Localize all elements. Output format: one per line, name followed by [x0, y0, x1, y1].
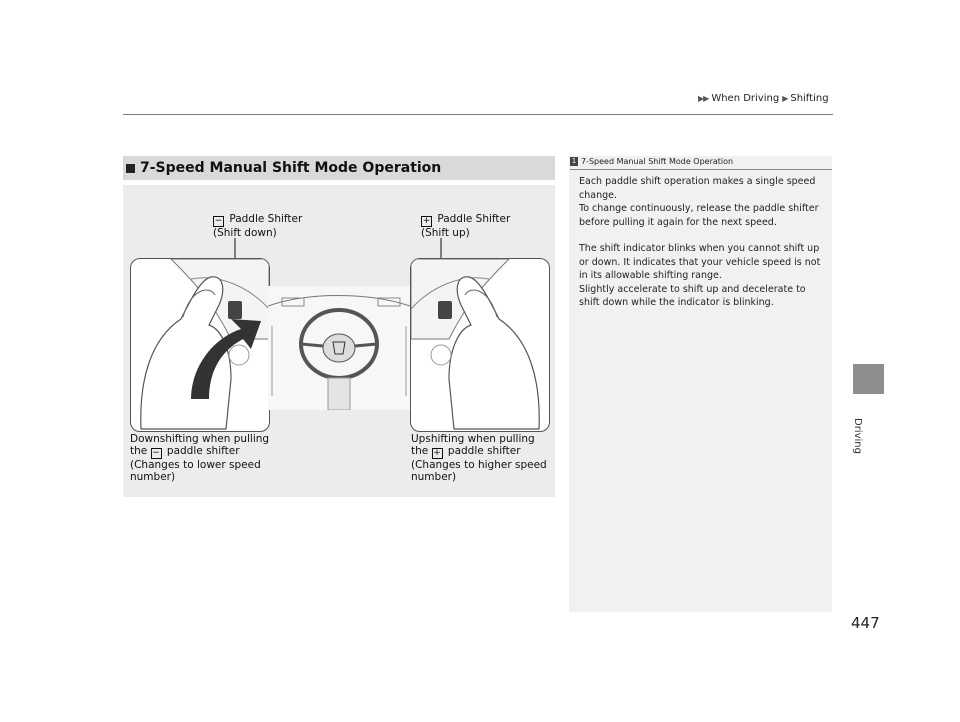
- note-reference-icon: 1: [570, 157, 578, 166]
- curved-arrow-down-icon: [191, 319, 261, 399]
- page-number: 447: [851, 614, 880, 632]
- caption-downshift-the: the: [130, 445, 148, 457]
- label-plus-paddle-text: Paddle Shifter: [437, 213, 511, 225]
- breadcrumb-item-shifting[interactable]: Shifting: [790, 93, 829, 104]
- caption-downshift: Downshifting when pulling the − paddle s…: [130, 433, 269, 483]
- side-note-divider: [570, 169, 832, 170]
- note-paragraph-4: Slightly accelerate to shift up and dece…: [579, 283, 806, 309]
- label-minus-paddle-text: Paddle Shifter: [229, 213, 303, 225]
- photo-right-hand-paddle: [410, 258, 550, 432]
- breadcrumb-item-when-driving[interactable]: When Driving: [711, 93, 780, 104]
- label-plus-paddle: + Paddle Shifter (Shift up): [421, 213, 510, 239]
- caption-downshift-line1: Downshifting when pulling: [130, 433, 270, 445]
- square-bullet-icon: [126, 163, 135, 173]
- header-divider: [123, 114, 833, 115]
- breadcrumb: ▶▶ When Driving ▶ Shifting: [698, 93, 829, 104]
- caption-downshift-line3: (Changes to lower speed: [130, 459, 261, 471]
- breadcrumb-arrows-icon: ▶▶: [698, 94, 709, 103]
- chapter-side-label: Driving: [852, 418, 863, 454]
- minus-box-icon: −: [150, 448, 162, 459]
- chapter-tab-marker: [853, 364, 884, 394]
- section-heading-bar: 7-Speed Manual Shift Mode Operation: [123, 156, 555, 180]
- caption-downshift-line4: number): [130, 471, 176, 483]
- label-minus-paddle: − Paddle Shifter (Shift down): [213, 213, 302, 239]
- caption-upshift-line4: number): [411, 471, 457, 483]
- plus-box-icon: +: [431, 448, 443, 459]
- caption-upshift-line3: (Changes to higher speed: [411, 459, 547, 471]
- photo-dashboard: [268, 286, 410, 410]
- photo-left-hand-paddle: [130, 258, 270, 432]
- side-note-title: 7-Speed Manual Shift Mode Operation: [581, 157, 734, 166]
- breadcrumb-separator-icon: ▶: [782, 94, 788, 103]
- side-note-body: Each paddle shift operation makes a sing…: [579, 175, 827, 310]
- note-paragraph-1: Each paddle shift operation makes a sing…: [579, 176, 816, 201]
- caption-upshift: Upshifting when pulling the + paddle shi…: [411, 433, 547, 483]
- side-note-heading: 1 7-Speed Manual Shift Mode Operation: [570, 157, 733, 166]
- note-paragraph-3: The shift indicator blinks when you cann…: [579, 243, 821, 281]
- caption-upshift-line2: paddle shifter: [447, 445, 521, 457]
- section-title: 7-Speed Manual Shift Mode Operation: [140, 160, 442, 176]
- label-minus-paddle-sub: (Shift down): [213, 227, 277, 239]
- caption-downshift-line2: paddle shifter: [166, 445, 240, 457]
- caption-upshift-the: the: [411, 445, 429, 457]
- side-note-panel: [569, 156, 832, 612]
- note-paragraph-2: To change continuously, release the padd…: [579, 203, 819, 228]
- caption-upshift-line1: Upshifting when pulling: [411, 433, 535, 445]
- label-plus-paddle-sub: (Shift up): [421, 227, 470, 239]
